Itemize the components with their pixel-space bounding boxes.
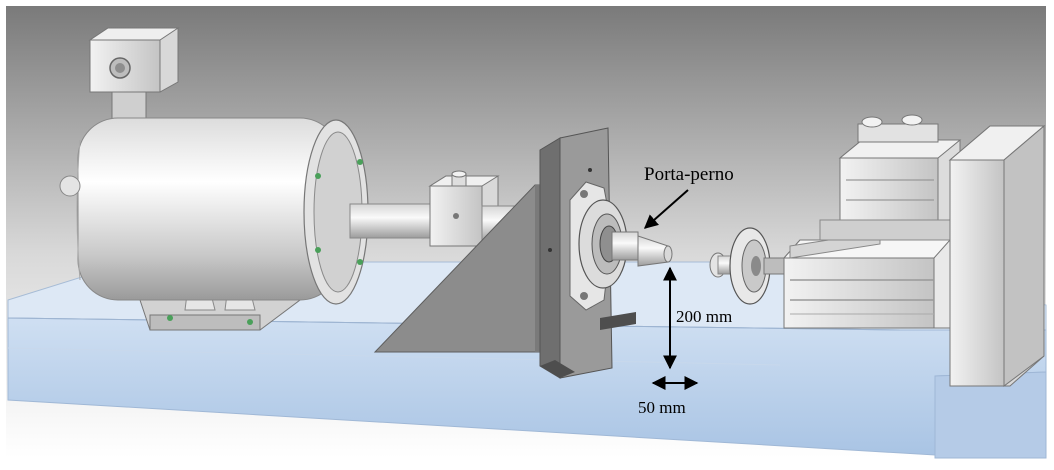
horizontal-distance-annotation: 50 mm <box>638 376 699 417</box>
electric-motor-icon <box>59 27 369 331</box>
vertical-distance-label: 200 mm <box>676 307 732 326</box>
pin-holder-label: Porta-perno <box>644 164 734 185</box>
linear-slide-icon <box>782 231 952 329</box>
horizontal-distance-label: 50 mm <box>638 398 686 417</box>
pin-holder-annotation: Porta-perno <box>643 164 734 229</box>
clamp-block-icon <box>819 114 962 241</box>
pin-holder-arrow <box>643 189 689 229</box>
right-housing <box>948 124 1046 387</box>
disc-sample-icon <box>709 227 785 305</box>
vertical-distance-annotation: 200 mm <box>663 266 732 370</box>
pin-holder-icon <box>611 231 673 267</box>
